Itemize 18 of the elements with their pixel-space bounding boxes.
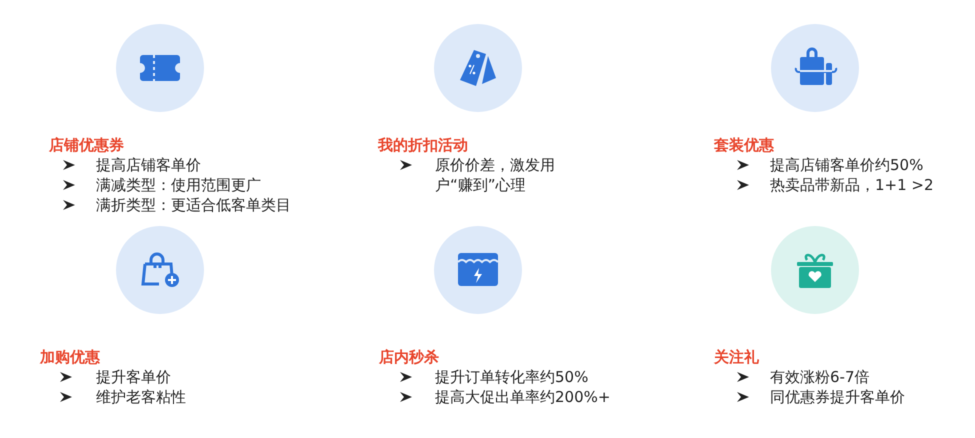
section-heading: 套装优惠 bbox=[714, 136, 774, 154]
bullet-text: 满折类型：更适合低客单类目 bbox=[96, 195, 292, 215]
bullet-text: 提高店铺客单价 bbox=[96, 155, 202, 175]
section-heading: 加购优惠 bbox=[40, 348, 100, 366]
section-heading: 我的折扣活动 bbox=[378, 136, 468, 154]
section-heading: 店内秒杀 bbox=[379, 348, 439, 366]
bullet-text: 提高大促出单率约200%+ bbox=[435, 387, 612, 407]
bullet-text: 原价价差，激发用户“赚到”心理 bbox=[435, 155, 556, 195]
section-heading: 关注礼 bbox=[714, 348, 759, 366]
bullet-text: 维护老客粘性 bbox=[96, 387, 187, 407]
bullet-text: 同优惠券提升客单价 bbox=[770, 387, 906, 407]
bullet-text: 提升订单转化率约50% bbox=[435, 367, 590, 387]
section-heading: 店铺优惠券 bbox=[49, 136, 124, 154]
bullet-text: 热卖品带新品，1+1 >2 bbox=[770, 175, 935, 195]
bullet-text: 提高店铺客单价约50% bbox=[770, 155, 924, 175]
bullet-text: 有效涨粉6-7倍 bbox=[770, 367, 870, 387]
bullet-text: 提升客单价 bbox=[96, 367, 172, 387]
bullet-text: 满减类型：使用范围更广 bbox=[96, 175, 262, 195]
